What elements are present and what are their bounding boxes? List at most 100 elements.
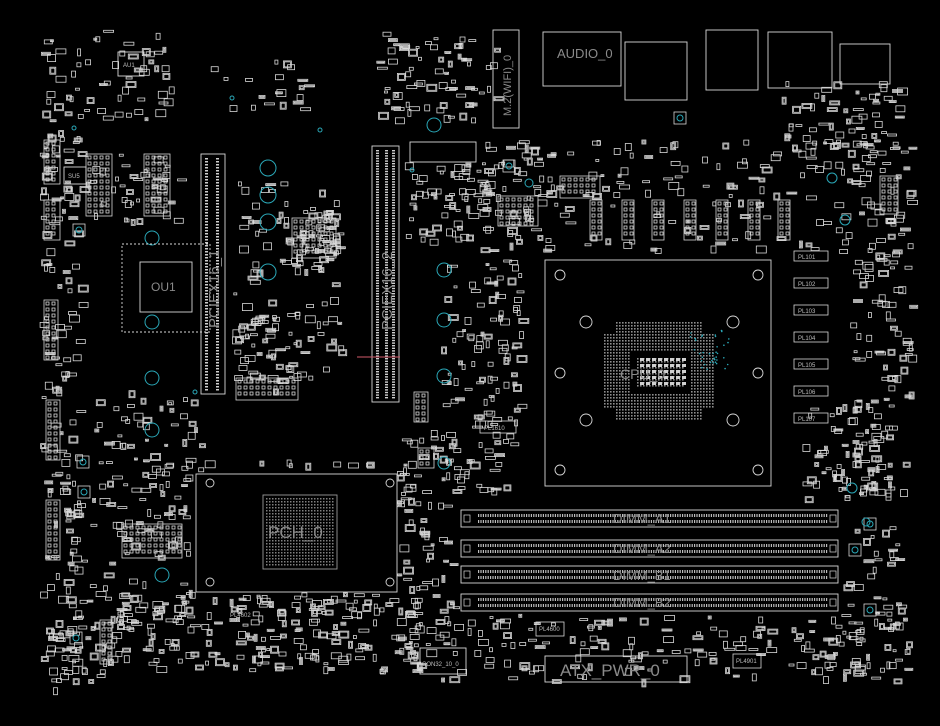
board-part [278, 537, 280, 539]
board-part [682, 373, 684, 375]
board-part [569, 520, 571, 523]
board-part [653, 520, 655, 523]
board-part [619, 349, 621, 351]
board-part [847, 603, 855, 607]
board-part [906, 189, 917, 197]
board-part [648, 520, 650, 523]
board-part [127, 444, 134, 448]
pciex16-slot-2[interactable] [371, 145, 400, 403]
con32-connector[interactable] [419, 647, 467, 675]
board-part [670, 343, 672, 345]
su5-chip[interactable] [63, 166, 87, 185]
board-part [628, 328, 630, 330]
board-part [607, 352, 609, 354]
board-part [652, 334, 654, 336]
board-part [261, 379, 266, 384]
board-part [397, 501, 405, 505]
board-part [298, 85, 305, 91]
board-part [48, 135, 56, 142]
pch-outline[interactable] [195, 473, 398, 593]
board-part [82, 668, 88, 675]
board-part [823, 221, 832, 225]
board-part [296, 510, 298, 512]
board-part [157, 161, 162, 166]
board-part [411, 651, 415, 654]
board-part [561, 183, 566, 188]
board-part [284, 528, 286, 530]
dimm-slot-b2[interactable] [460, 593, 839, 612]
board-part [887, 348, 896, 356]
board-part [299, 507, 301, 509]
board-part [709, 370, 711, 372]
display-port-block[interactable] [705, 29, 759, 91]
board-part [592, 192, 602, 200]
cpu-pin-grid [604, 322, 730, 420]
board-part [426, 627, 437, 634]
pciex16-slot-1[interactable] [200, 153, 226, 395]
board-part [137, 421, 144, 428]
m2-wifi-slot[interactable] [492, 29, 520, 129]
board-part [606, 239, 611, 245]
board-part [292, 100, 304, 105]
board-part [310, 206, 316, 211]
board-part [291, 391, 296, 396]
board-part [317, 534, 319, 536]
board-part [893, 177, 898, 182]
board-part [326, 555, 328, 557]
board-part [529, 670, 535, 675]
board-part [598, 627, 601, 629]
hdmi-block[interactable] [767, 31, 833, 89]
dimm-slot-b1[interactable] [460, 565, 839, 584]
board-part [53, 449, 58, 454]
board-part [99, 179, 104, 184]
dimm-slot-a1[interactable] [460, 509, 839, 528]
cpu-socket[interactable] [544, 259, 772, 487]
board-part [706, 520, 708, 523]
board-part [145, 197, 150, 202]
board-part [856, 333, 862, 341]
board-part [802, 104, 812, 108]
header-top[interactable] [409, 141, 477, 163]
board-part [253, 221, 261, 224]
pch-chip[interactable] [262, 494, 338, 570]
board-part [330, 241, 340, 244]
board-part [640, 618, 648, 625]
board-part [886, 218, 895, 223]
board-part [305, 225, 310, 230]
board-part [860, 97, 867, 101]
board-part [688, 397, 690, 399]
dimm-slot-a2[interactable] [460, 539, 839, 558]
board-part [51, 207, 56, 212]
board-part [266, 540, 268, 542]
board-part [269, 543, 271, 545]
atx-power-connector[interactable] [544, 655, 688, 683]
board-part [314, 543, 316, 545]
board-part [302, 546, 304, 548]
board-part [709, 391, 711, 393]
board-part [619, 367, 621, 369]
usb-stack-block[interactable] [839, 43, 891, 85]
board-part [175, 604, 186, 613]
audio-jack-block[interactable] [542, 31, 622, 87]
board-part [712, 352, 714, 355]
board-part [326, 513, 328, 515]
board-part [266, 519, 268, 521]
au1-chip[interactable] [117, 51, 145, 77]
board-part [853, 164, 859, 169]
board-part [679, 514, 681, 517]
ou1-chip[interactable] [139, 261, 193, 313]
board-part [637, 397, 639, 399]
board-part [111, 186, 116, 194]
board-part [712, 361, 714, 363]
board-part [131, 487, 143, 493]
board-part [774, 193, 780, 200]
board-part [709, 355, 711, 357]
board-part [46, 556, 49, 559]
board-part [863, 517, 877, 531]
board-part [434, 68, 444, 75]
usb-lan-block[interactable] [624, 41, 688, 101]
board-part [45, 313, 50, 318]
board-part [117, 94, 122, 102]
board-part [908, 343, 913, 352]
board-part [277, 378, 280, 383]
